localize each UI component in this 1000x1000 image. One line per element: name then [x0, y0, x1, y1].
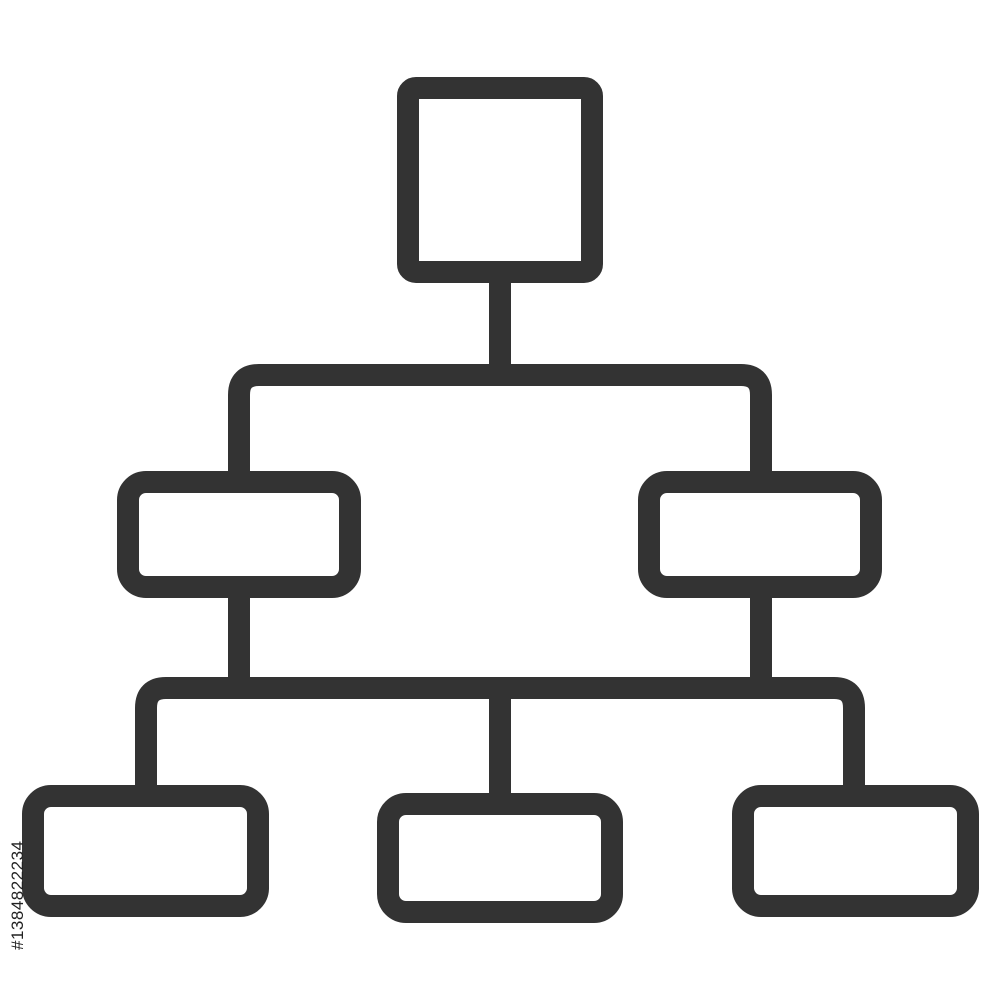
level-1-node-left	[117, 471, 361, 598]
nodes	[22, 77, 979, 923]
stock-id-label: #1384822234	[8, 840, 27, 950]
connectors	[135, 282, 865, 804]
level-2-node-left	[22, 785, 269, 917]
connector-level-1-bus	[228, 364, 772, 482]
level-2-node-center	[377, 793, 623, 923]
level-2-node-right	[732, 785, 979, 917]
root-node	[397, 77, 603, 283]
level-1-node-right	[638, 471, 882, 598]
